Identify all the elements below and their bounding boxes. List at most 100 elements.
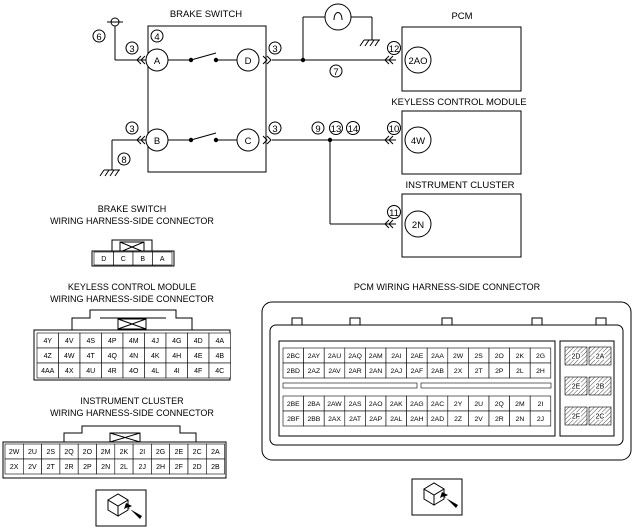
kcm-pin-4C-box <box>208 362 231 379</box>
brake-pin-B: B <box>140 256 145 263</box>
kcm-pin-4O: 4O <box>129 368 139 375</box>
pcm-pin-2E: 2E <box>572 384 581 391</box>
brake-switch-title: BRAKE SWITCH <box>170 9 242 20</box>
pcm-divider-right <box>420 382 552 389</box>
svg-text:7: 7 <box>333 67 338 78</box>
cluster-pin-2I: 2I <box>139 449 145 456</box>
pcm-pin-2H: 2H <box>536 368 545 375</box>
cluster-pin-2H: 2H <box>156 464 165 471</box>
cluster-pin-2K: 2K <box>120 449 129 456</box>
pcm-pin-2D-box <box>564 346 588 366</box>
pcm-pin-2AI: 2AI <box>391 353 401 360</box>
pcm-pin-2AH: 2AH <box>410 416 423 423</box>
cluster-pin-2T: 2T <box>47 464 56 471</box>
pcm-pin-2AT: 2AT <box>349 416 361 423</box>
kcm-pin-4R: 4R <box>108 368 117 375</box>
brake-pin-D: D <box>101 256 106 263</box>
pcm-pin-2AB: 2AB <box>431 368 444 375</box>
schematic: BRAKE SWITCH A D B C <box>92 3 527 258</box>
pcm-pin-2J-box <box>529 410 552 427</box>
pcm-pin-2Q: 2Q <box>495 401 504 408</box>
svg-text:13: 13 <box>331 124 342 135</box>
svg-text:3: 3 <box>272 44 277 55</box>
pcm-pin-2N: 2N <box>516 416 525 423</box>
svg-text:WIRING HARNESS-SIDE CONNECTOR: WIRING HARNESS-SIDE CONNECTOR <box>50 408 214 418</box>
svg-text:6: 6 <box>96 32 101 43</box>
cluster-pin-2V: 2V <box>28 464 37 471</box>
cluster-pin-2N: 2N <box>101 464 110 471</box>
kcm-title: KEYLESS CONTROL MODULE <box>391 97 526 108</box>
svg-text:2N: 2N <box>412 220 424 231</box>
pcm-pin-2I: 2I <box>538 401 544 408</box>
pcm-pin-2A: 2A <box>596 354 605 361</box>
svg-text:BRAKE SWITCH: BRAKE SWITCH <box>98 204 167 214</box>
svg-text:D: D <box>245 56 252 67</box>
cluster-pin-2B-box <box>206 458 225 475</box>
kcm-pin-4T: 4T <box>87 353 96 360</box>
pcm-pin-2W: 2W <box>453 353 464 360</box>
pcm-pin-2C: 2C <box>596 414 605 421</box>
brake-pin-A-box <box>152 251 173 266</box>
kcm-pin-4J: 4J <box>152 338 159 345</box>
pcm-pin-2BF: 2BF <box>287 416 299 423</box>
pcm-pin-2AM: 2AM <box>369 353 383 360</box>
pcm-pin-2Z: 2Z <box>454 416 462 423</box>
kcm-pin-4K: 4K <box>151 353 160 360</box>
cluster-pin-2C: 2C <box>193 449 202 456</box>
svg-text:3: 3 <box>129 44 134 55</box>
pcm-pin-2X: 2X <box>454 368 463 375</box>
pcm-pin-2M: 2M <box>515 401 525 408</box>
pcm-title: PCM <box>451 11 472 22</box>
pcm-pin-2F: 2F <box>572 414 580 421</box>
pcm-pin-2AR: 2AR <box>348 368 361 375</box>
svg-text:8: 8 <box>121 155 126 166</box>
kcm-pin-4Z: 4Z <box>44 353 53 360</box>
svg-text:PCM WIRING HARNESS-SIDE CONNEC: PCM WIRING HARNESS-SIDE CONNECTOR <box>354 282 541 292</box>
kcm-pin-4Y: 4Y <box>43 338 52 345</box>
svg-text:2AO: 2AO <box>408 56 427 67</box>
kcm-pin-4L: 4L <box>151 368 159 375</box>
cluster-pin-2Q: 2Q <box>64 449 74 456</box>
pcm-pin-2AW: 2AW <box>327 401 342 408</box>
pcm-pin-2U: 2U <box>474 401 483 408</box>
pcm-pin-2AF: 2AF <box>411 368 423 375</box>
cluster-pin-2L: 2L <box>120 464 128 471</box>
pcm-pin-2V: 2V <box>475 416 484 423</box>
pcm-pin-2AC: 2AC <box>431 401 444 408</box>
brake-pin-A: A <box>160 256 165 263</box>
kcm-pin-4Q: 4Q <box>108 353 118 360</box>
kcm-pin-4B: 4B <box>215 353 224 360</box>
cluster-title: INSTRUMENT CLUSTER <box>405 180 514 191</box>
cluster-pin-2D: 2D <box>193 464 202 471</box>
pcm-pin-2AA: 2AA <box>431 353 444 360</box>
pcm-pin-2AS: 2AS <box>349 401 362 408</box>
pcm-pin-2C-box <box>588 406 612 426</box>
svg-text:KEYLESS CONTROL MODULE: KEYLESS CONTROL MODULE <box>68 282 196 292</box>
pcm-pin-2BC: 2BC <box>287 353 300 360</box>
pcm-pin-2BD: 2BD <box>287 368 300 375</box>
kcm-pin-4U: 4U <box>86 368 95 375</box>
pcm-pin-2O: 2O <box>495 353 504 360</box>
pcm-pin-2J: 2J <box>537 416 544 423</box>
kcm-pin-4E: 4E <box>194 353 203 360</box>
pcm-pin-2B-box <box>588 376 612 396</box>
svg-text:9: 9 <box>315 124 320 135</box>
cluster-pin-2G: 2G <box>156 449 165 456</box>
cluster-pin-2O: 2O <box>83 449 93 456</box>
pcm-pin-2G: 2G <box>536 353 545 360</box>
kcm-pin-4G: 4G <box>172 338 181 345</box>
kcm-pin-4V: 4V <box>65 338 74 345</box>
pcm-pin-2AK: 2AK <box>390 401 403 408</box>
cluster-pin-2B: 2B <box>211 464 220 471</box>
view-direction-icon-left <box>95 489 147 527</box>
kcm-pin-4C: 4C <box>215 368 224 375</box>
cluster-pin-2W: 2W <box>9 449 20 456</box>
pcm-pin-2Y: 2Y <box>454 401 463 408</box>
pcm-divider-left <box>282 382 418 389</box>
svg-text:INSTRUMENT CLUSTER: INSTRUMENT CLUSTER <box>80 396 184 406</box>
pcm-pin-2AJ: 2AJ <box>390 368 402 375</box>
pcm-pin-2AG: 2AG <box>410 401 424 408</box>
pcm-pin-2H-box <box>529 362 552 379</box>
